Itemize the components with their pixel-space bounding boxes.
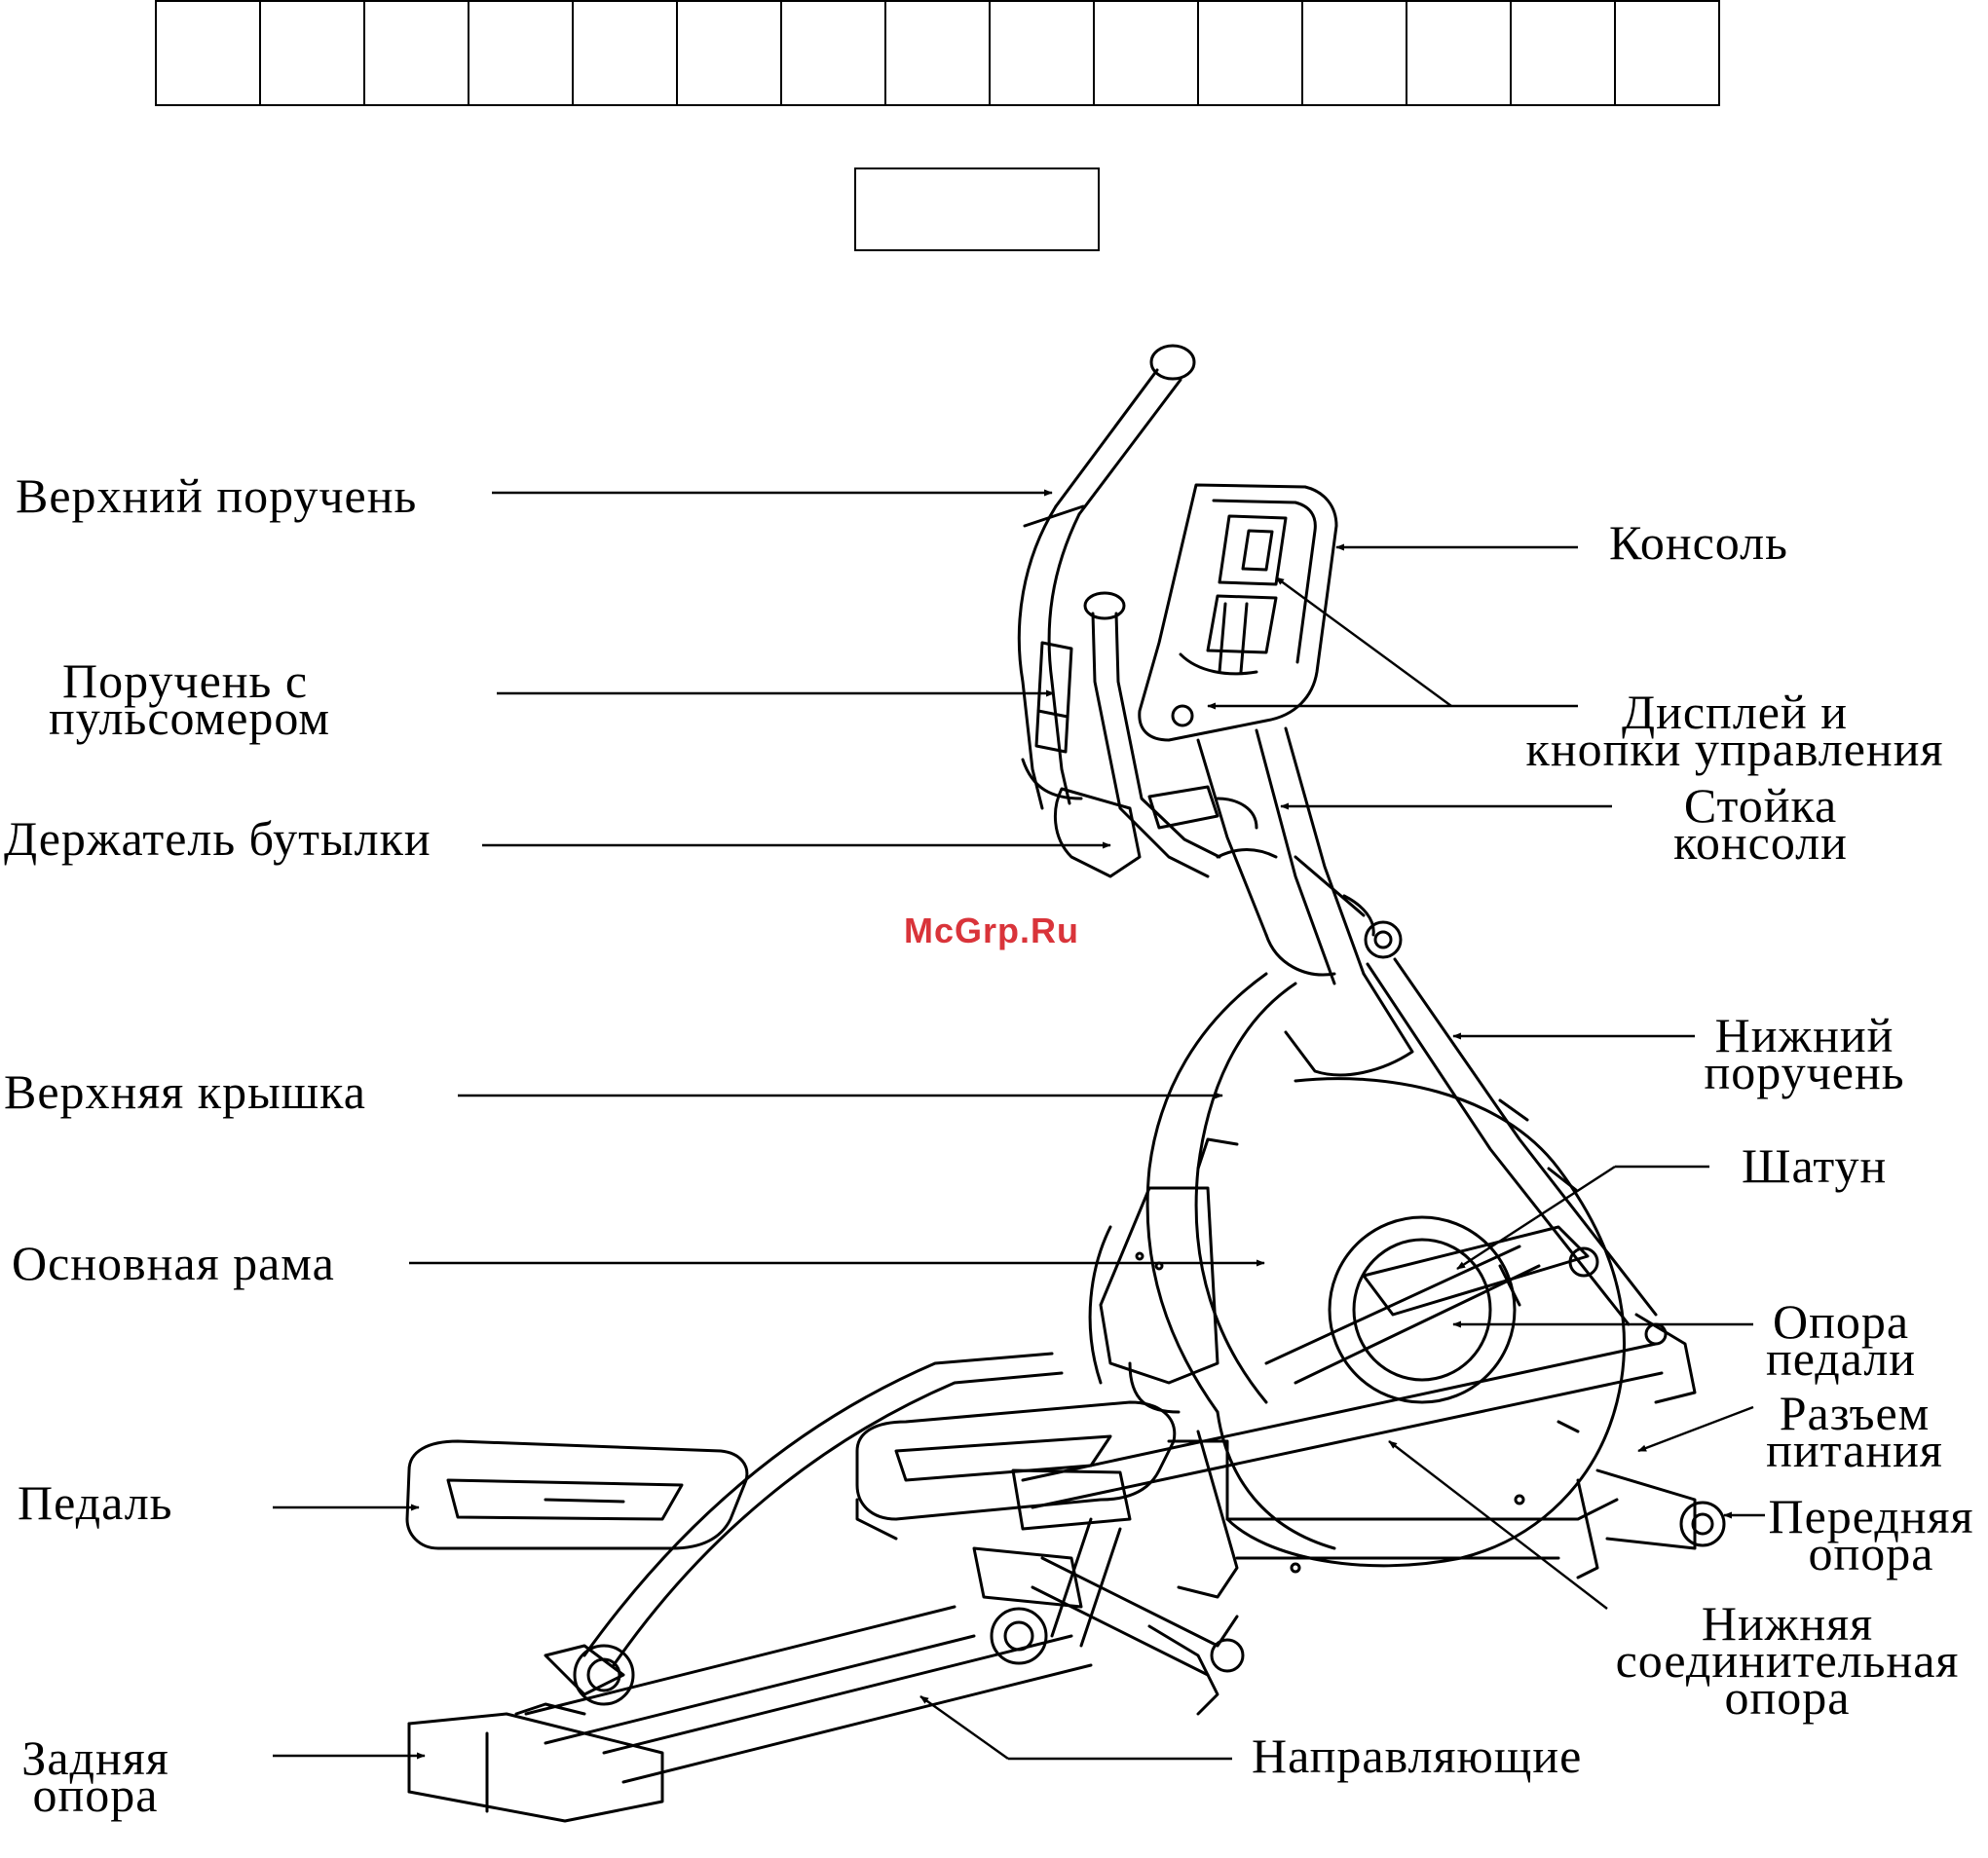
label-pulse-handlebar-line-2: пульсомером bbox=[49, 699, 321, 736]
pedal-part bbox=[407, 1402, 1227, 1548]
label-console: Консоль bbox=[1609, 524, 1788, 561]
main-frame-part bbox=[1090, 974, 1624, 1597]
label-rails: Направляющие bbox=[1252, 1737, 1582, 1774]
label-crank: Шатун bbox=[1742, 1147, 1887, 1184]
label-main-frame: Основная рама bbox=[12, 1245, 335, 1282]
label-lower-handlebar-line-2: поручень bbox=[1695, 1054, 1914, 1091]
label-pulse-handlebar: Поручень с пульсомером bbox=[49, 662, 321, 736]
label-display-buttons-line-2: кнопки управления bbox=[1516, 730, 1954, 767]
label-rear-support-line-2: опора bbox=[18, 1776, 173, 1813]
label-lower-connecting-support: Нижняя соединительная опора bbox=[1597, 1605, 1977, 1716]
label-console-mast-line-2: консоли bbox=[1656, 824, 1865, 861]
label-power-socket: Разъем питания bbox=[1757, 1394, 1952, 1468]
arrow-lower-connecting bbox=[1389, 1441, 1607, 1609]
front-support-part bbox=[1578, 1470, 1724, 1578]
label-rear-support: Задняя опора bbox=[18, 1739, 173, 1813]
label-front-support: Передняя опора bbox=[1759, 1498, 1983, 1572]
label-upper-handlebar: Верхний поручень bbox=[16, 477, 417, 514]
label-lower-handlebar: Нижний поручень bbox=[1695, 1017, 1914, 1091]
crank-part bbox=[1266, 1227, 1597, 1383]
label-top-cover: Верхняя крышка bbox=[4, 1073, 366, 1110]
rear-rollers-part bbox=[545, 1548, 1081, 1704]
label-power-socket-line-2: питания bbox=[1757, 1431, 1952, 1468]
rails-part bbox=[409, 1607, 1091, 1821]
arrow-power-socket bbox=[1638, 1407, 1753, 1451]
label-bottle-holder: Держатель бутылки bbox=[4, 820, 431, 857]
arrow-display-2 bbox=[1276, 577, 1451, 706]
console-part bbox=[1140, 485, 1336, 740]
label-pedal-support-line-2: педали bbox=[1753, 1340, 1929, 1377]
watermark-text: McGrp.Ru bbox=[904, 910, 1079, 951]
lower-connecting-support-part bbox=[1032, 1519, 1243, 1714]
label-pedal: Педаль bbox=[18, 1484, 172, 1521]
label-console-mast: Стойка консоли bbox=[1656, 787, 1865, 861]
label-pedal-support: Опора педали bbox=[1753, 1303, 1929, 1377]
arrow-rails-2 bbox=[920, 1696, 1008, 1759]
callout-arrows bbox=[273, 493, 1765, 1759]
frame-details bbox=[1137, 1139, 1578, 1572]
machine bbox=[407, 346, 1724, 1821]
label-display-buttons: Дисплей и кнопки управления bbox=[1516, 693, 1954, 767]
